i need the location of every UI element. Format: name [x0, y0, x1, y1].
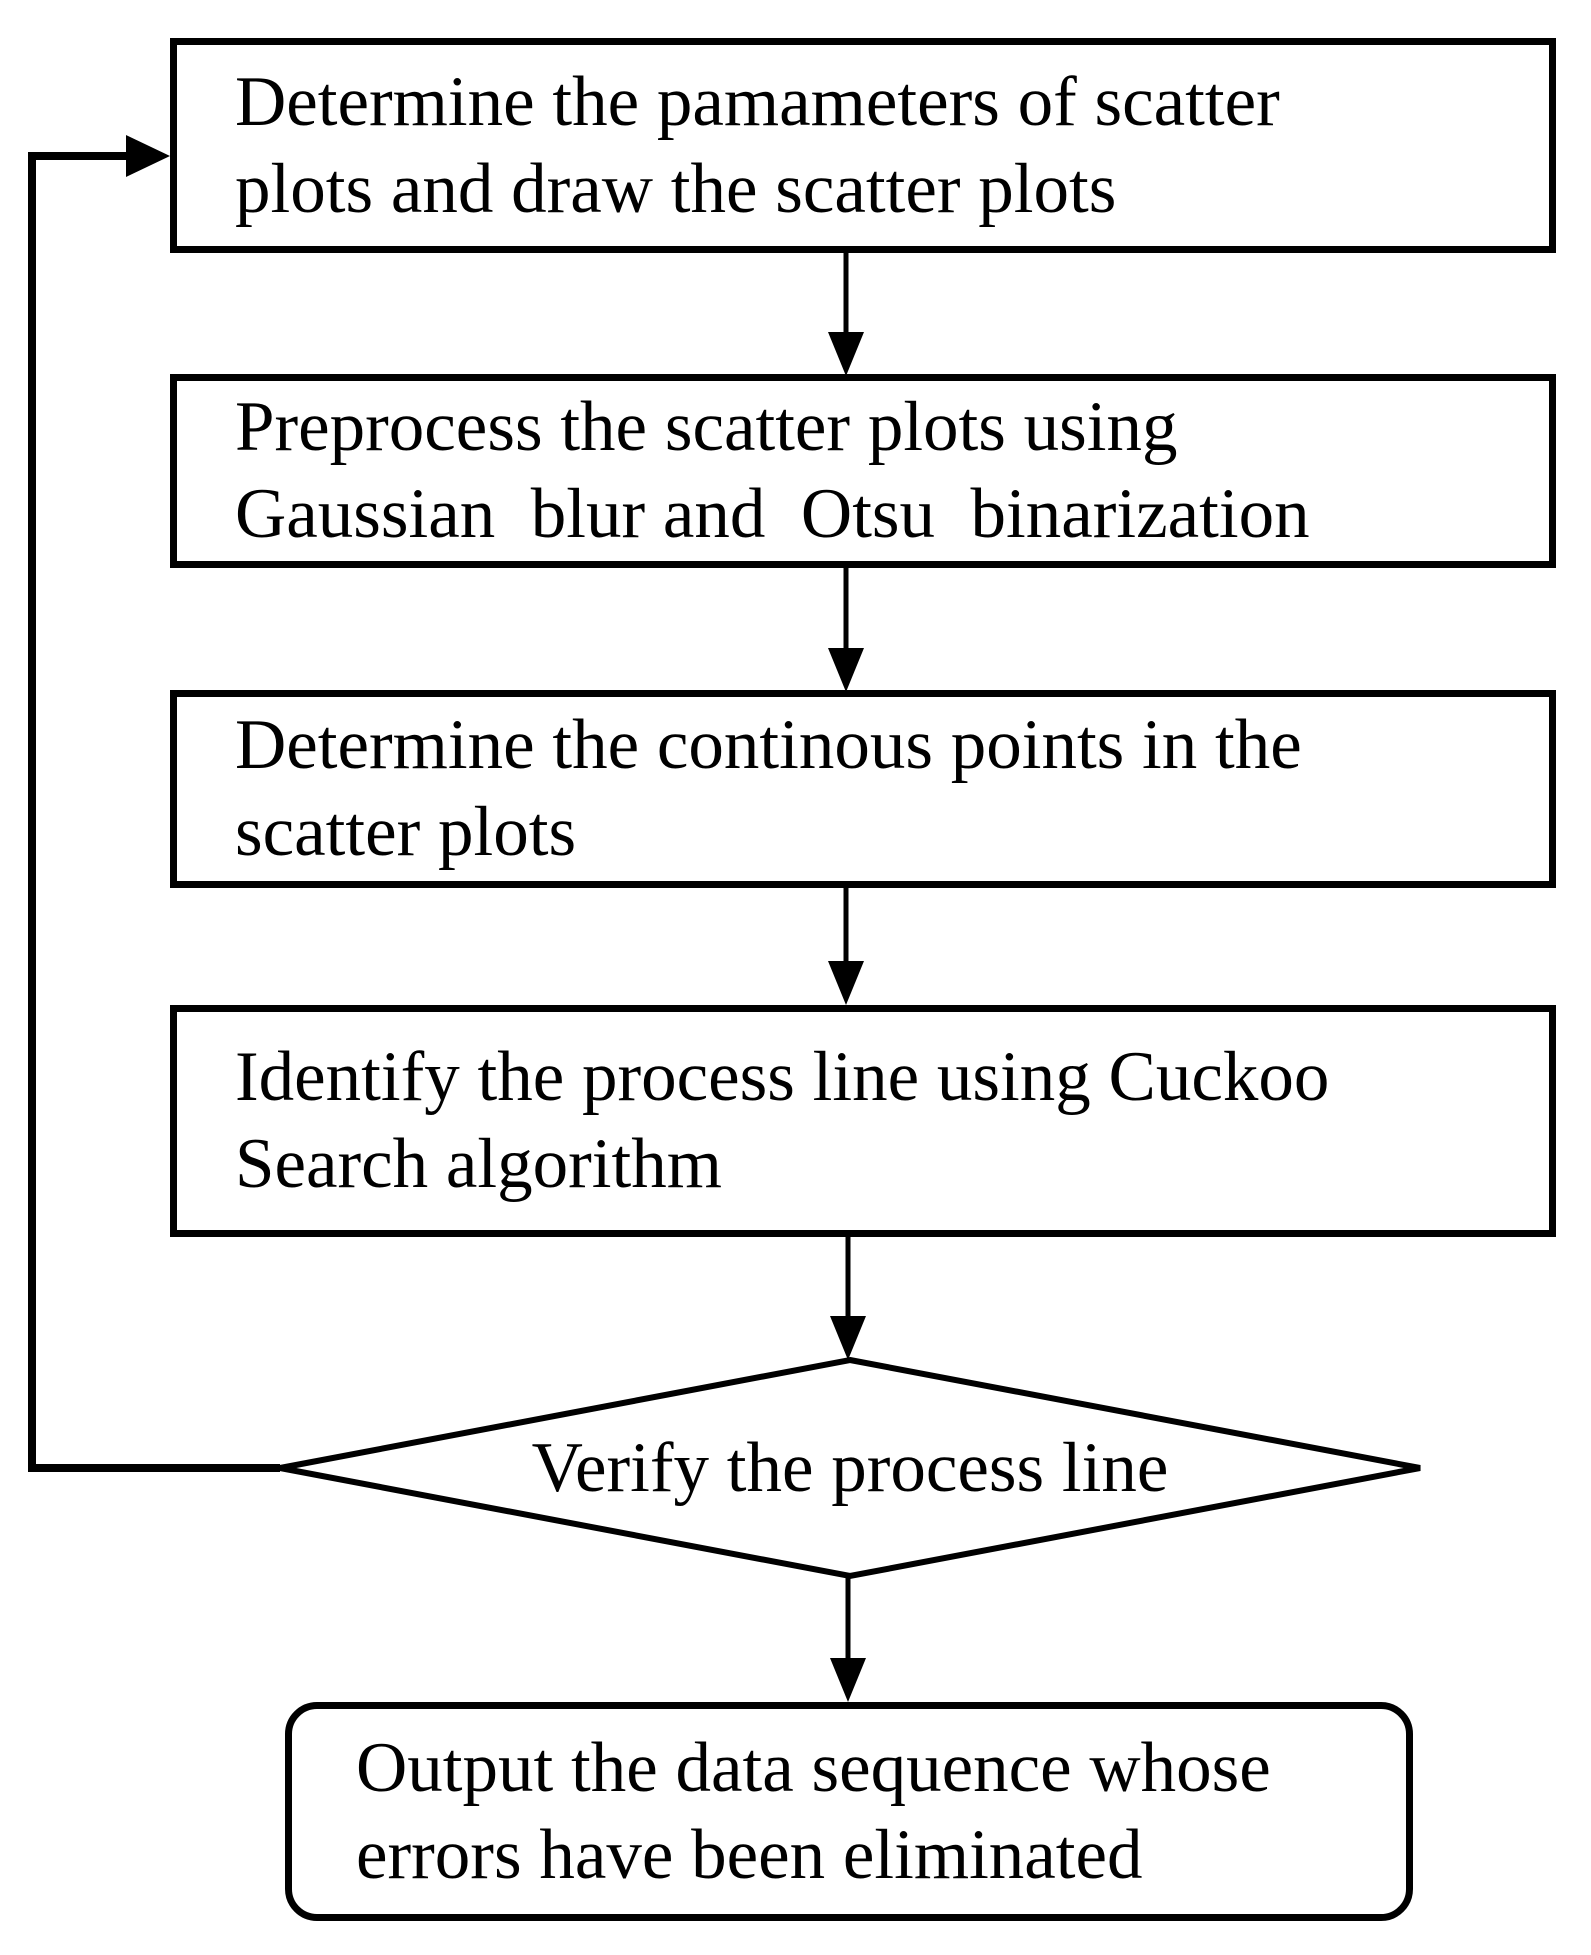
node-output-data-sequence: Output the data sequence whose errors ha…	[285, 1702, 1413, 1921]
node-text-line: Identify the process line using Cuckoo	[235, 1038, 1330, 1116]
node-text-line: Output the data sequence whose	[356, 1728, 1271, 1807]
arrow-continuous-to-identify	[828, 888, 864, 1005]
arrowhead-icon	[830, 1658, 866, 1702]
arrowhead-icon	[830, 1316, 866, 1360]
node-text-line: plots and draw the scatter plots	[235, 149, 1117, 228]
node-determine-parameters: Determine the pamameters of scatter plot…	[170, 38, 1556, 253]
node-text-line: Determine the pamameters of scatter	[235, 62, 1280, 141]
node-verify-process-line-label: Verify the process line	[531, 1429, 1169, 1507]
arrowhead-icon	[828, 332, 864, 376]
node-text-line: Search algorithm	[235, 1125, 722, 1203]
node-text-line: scatter plots	[235, 793, 577, 871]
feedback-arrowhead-icon	[126, 135, 170, 177]
arrow-preprocess-to-continuous	[828, 568, 864, 692]
node-continuous-points: Determine the continous points in the sc…	[170, 690, 1556, 888]
arrowhead-icon	[828, 961, 864, 1005]
arrow-verify-to-output	[830, 1576, 866, 1702]
node-text-line: Preprocess the scatter plots using	[235, 388, 1178, 466]
arrow-determine-to-preprocess	[828, 253, 864, 376]
node-text-line: Gaussian blur and Otsu binarization	[235, 475, 1310, 553]
node-text-line: Determine the continous points in the	[235, 706, 1302, 784]
arrow-identify-to-verify	[830, 1237, 866, 1360]
node-identify-process-line: Identify the process line using Cuckoo S…	[170, 1005, 1556, 1237]
feedback-loop-line	[28, 152, 280, 1472]
node-text-line: errors have been eliminated	[356, 1815, 1143, 1894]
node-preprocess: Preprocess the scatter plots using Gauss…	[170, 374, 1556, 568]
arrowhead-icon	[828, 648, 864, 692]
feedback-loop	[28, 135, 280, 1472]
